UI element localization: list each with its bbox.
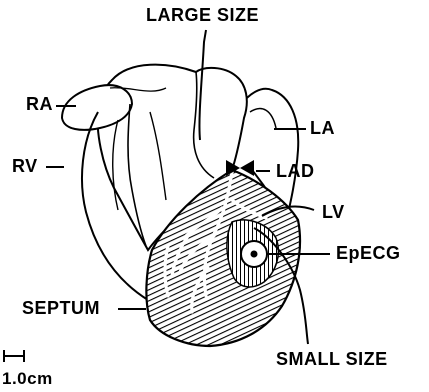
septum-label: SEPTUM (22, 299, 100, 317)
la-label: LA (310, 119, 335, 137)
lad-label: LAD (276, 162, 315, 180)
epecg-label: EpECG (336, 244, 401, 262)
large-size-label: LARGE SIZE (146, 6, 259, 24)
scale-bar (4, 350, 24, 362)
lv-label: LV (322, 203, 345, 221)
scale-label: 1.0cm (2, 370, 53, 387)
ra-label: RA (26, 95, 53, 113)
rv-label: RV (12, 157, 38, 175)
small-size-label: SMALL SIZE (276, 350, 388, 368)
